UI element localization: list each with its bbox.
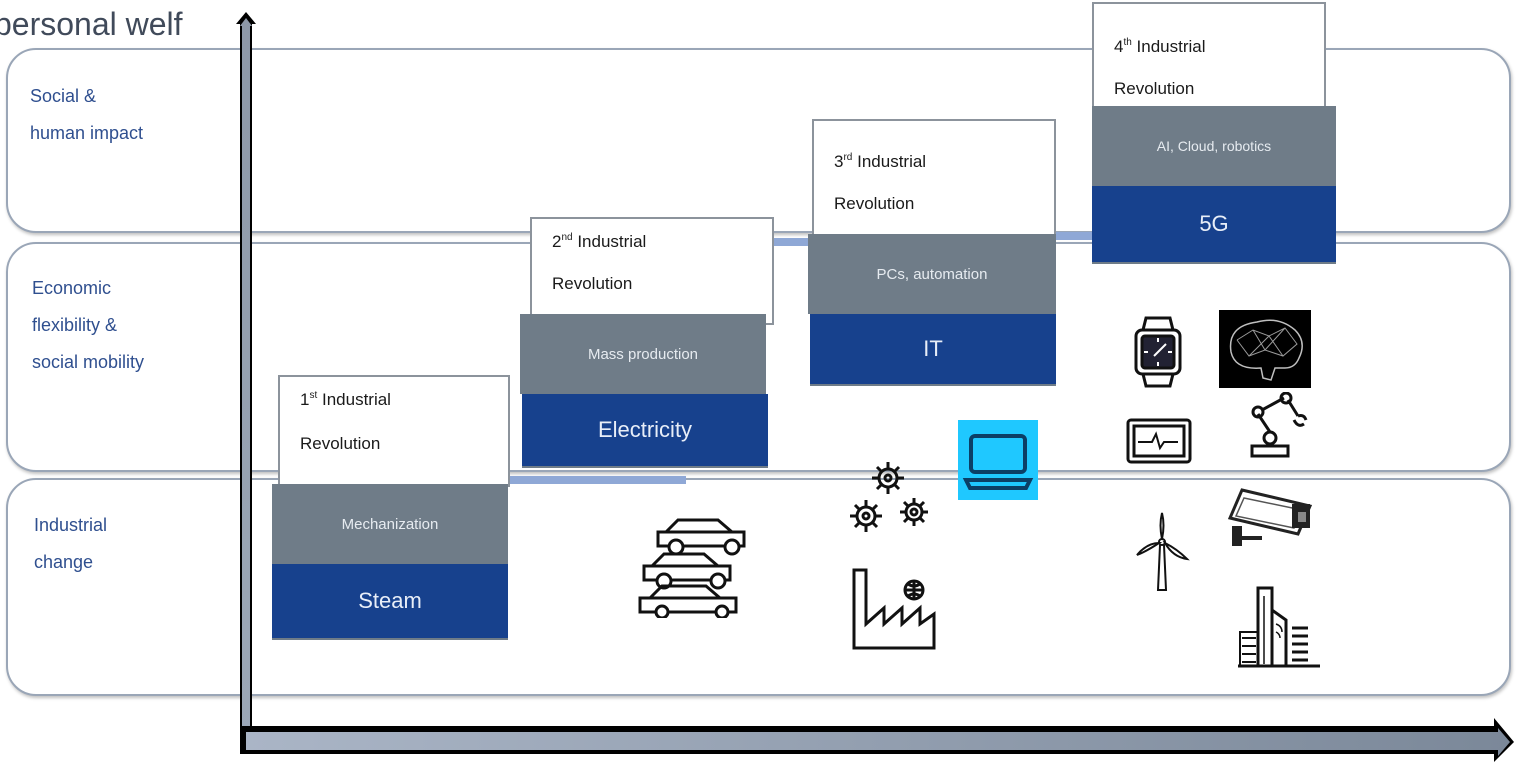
tech-box-2: Electricity xyxy=(522,394,768,468)
theme-box-2: Mass production xyxy=(520,314,766,394)
ordinal-suffix: th xyxy=(1123,37,1132,48)
band-label-line: flexibility & xyxy=(32,315,118,335)
stage-connector xyxy=(764,238,814,246)
brain-network-icon xyxy=(1219,310,1311,388)
theme-box-4: AI, Cloud, robotics xyxy=(1092,106,1336,186)
band-label-line: social mobility xyxy=(32,352,145,372)
ordinal: 4 xyxy=(1114,37,1124,56)
ordinal: 3 xyxy=(834,152,844,171)
band-label-line: Economic xyxy=(32,278,112,298)
title-text: Industrial xyxy=(321,390,391,409)
theme-box-1: Mechanization xyxy=(272,484,508,564)
smart-buildings-icon xyxy=(1236,584,1322,668)
revolution-title-2: 2nd Industrial Revolution xyxy=(530,217,774,325)
band-label-industrial: Industrial change xyxy=(34,507,107,581)
title-text: Industrial xyxy=(857,152,927,171)
tech-box-3: IT xyxy=(810,314,1056,386)
y-axis-label: personal welf xyxy=(0,6,183,42)
robot-arm-icon xyxy=(1240,392,1308,458)
theme-box-3: PCs, automation xyxy=(808,234,1056,314)
band-label-line: Industrial xyxy=(34,515,108,535)
revolution-title-1: 1st Industrial Revolution xyxy=(278,375,510,487)
title-text: Revolution xyxy=(1114,79,1195,98)
tech-box-4: 5G xyxy=(1092,186,1336,264)
band-label-economic: Economic flexibility & social mobility xyxy=(32,270,144,381)
title-text: Revolution xyxy=(300,434,381,453)
ordinal-suffix: rd xyxy=(843,152,853,163)
band-label-line: human impact xyxy=(30,123,144,143)
heart-monitor-icon xyxy=(1126,418,1192,464)
cars-stack-icon xyxy=(636,514,760,618)
stage-connector xyxy=(1054,232,1094,240)
x-axis-arrow xyxy=(240,718,1514,762)
title-text: Industrial xyxy=(577,232,647,251)
stage-connector xyxy=(506,476,686,484)
smartwatch-icon xyxy=(1132,316,1184,388)
tech-box-1: Steam xyxy=(272,564,508,640)
gears-icon xyxy=(850,456,934,540)
ordinal-suffix: st xyxy=(309,390,318,401)
revolution-title-3: 3rd Industrial Revolution xyxy=(812,119,1056,241)
laptop-icon xyxy=(958,420,1038,500)
band-label-line: change xyxy=(34,552,94,572)
cctv-camera-icon xyxy=(1228,486,1316,558)
revolution-title-4: 4th Industrial Revolution xyxy=(1092,2,1326,112)
ordinal: 2 xyxy=(552,232,562,251)
band-label-line: Social & xyxy=(30,86,97,106)
wind-turbine-icon xyxy=(1134,512,1190,592)
ordinal-suffix: nd xyxy=(561,232,573,243)
title-text: Revolution xyxy=(834,194,915,213)
factory-globe-icon xyxy=(852,566,936,650)
title-text: Revolution xyxy=(552,274,633,293)
ordinal: 1 xyxy=(300,390,310,409)
band-label-social: Social & human impact xyxy=(30,78,143,152)
title-text: Industrial xyxy=(1136,37,1206,56)
